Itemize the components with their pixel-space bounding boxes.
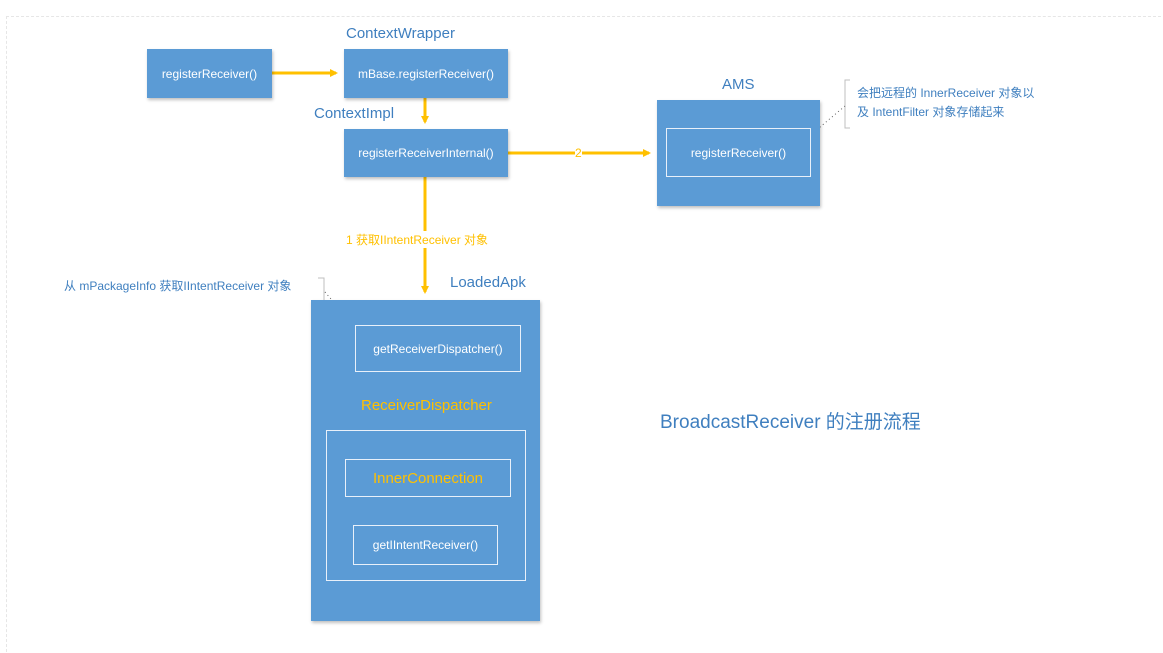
register-receiver-internal-box: registerReceiverInternal() bbox=[344, 129, 508, 177]
ams-note-bracket bbox=[844, 79, 850, 129]
loaded-apk-container: getReceiverDispatcher() ReceiverDispatch… bbox=[311, 300, 540, 621]
get-receiver-dispatcher-box: getReceiverDispatcher() bbox=[355, 325, 521, 372]
ams-note-leader bbox=[812, 105, 846, 134]
ams-note-line-2: 及 IntentFilter 对象存储起来 bbox=[857, 105, 1005, 119]
step-1-label: 1 获取IIntentReceiver 对象 bbox=[346, 231, 489, 248]
inner-connection-box: InnerConnection bbox=[345, 459, 511, 497]
get-iintent-receiver-box: getIIntentReceiver() bbox=[353, 525, 498, 565]
loaded-apk-title: LoadedApk bbox=[450, 274, 526, 291]
receiver-dispatcher-frame: InnerConnection getIIntentReceiver() bbox=[326, 430, 526, 581]
ams-note-line-1: 会把远程的 InnerReceiver 对象以 bbox=[857, 86, 1035, 100]
ams-title: AMS bbox=[722, 76, 755, 93]
context-impl-title: ContextImpl bbox=[314, 105, 395, 122]
ams-note: 会把远程的 InnerReceiver 对象以 及 IntentFilter 对… bbox=[857, 84, 1034, 122]
ams-container: registerReceiver() bbox=[657, 100, 820, 206]
context-wrapper-title: ContextWrapper bbox=[346, 25, 455, 42]
diagram-canvas bbox=[6, 16, 1161, 652]
mbase-register-receiver-box: mBase.registerReceiver() bbox=[344, 49, 508, 98]
step-2-label: 2 bbox=[575, 146, 582, 160]
receiver-dispatcher-title: ReceiverDispatcher bbox=[361, 397, 492, 414]
loaded-apk-note: 从 mPackageInfo 获取IIntentReceiver 对象 bbox=[64, 279, 292, 293]
diagram-title: BroadcastReceiver 的注册流程 bbox=[660, 412, 921, 433]
ams-register-receiver-box: registerReceiver() bbox=[666, 128, 811, 177]
register-receiver-box: registerReceiver() bbox=[147, 49, 272, 98]
